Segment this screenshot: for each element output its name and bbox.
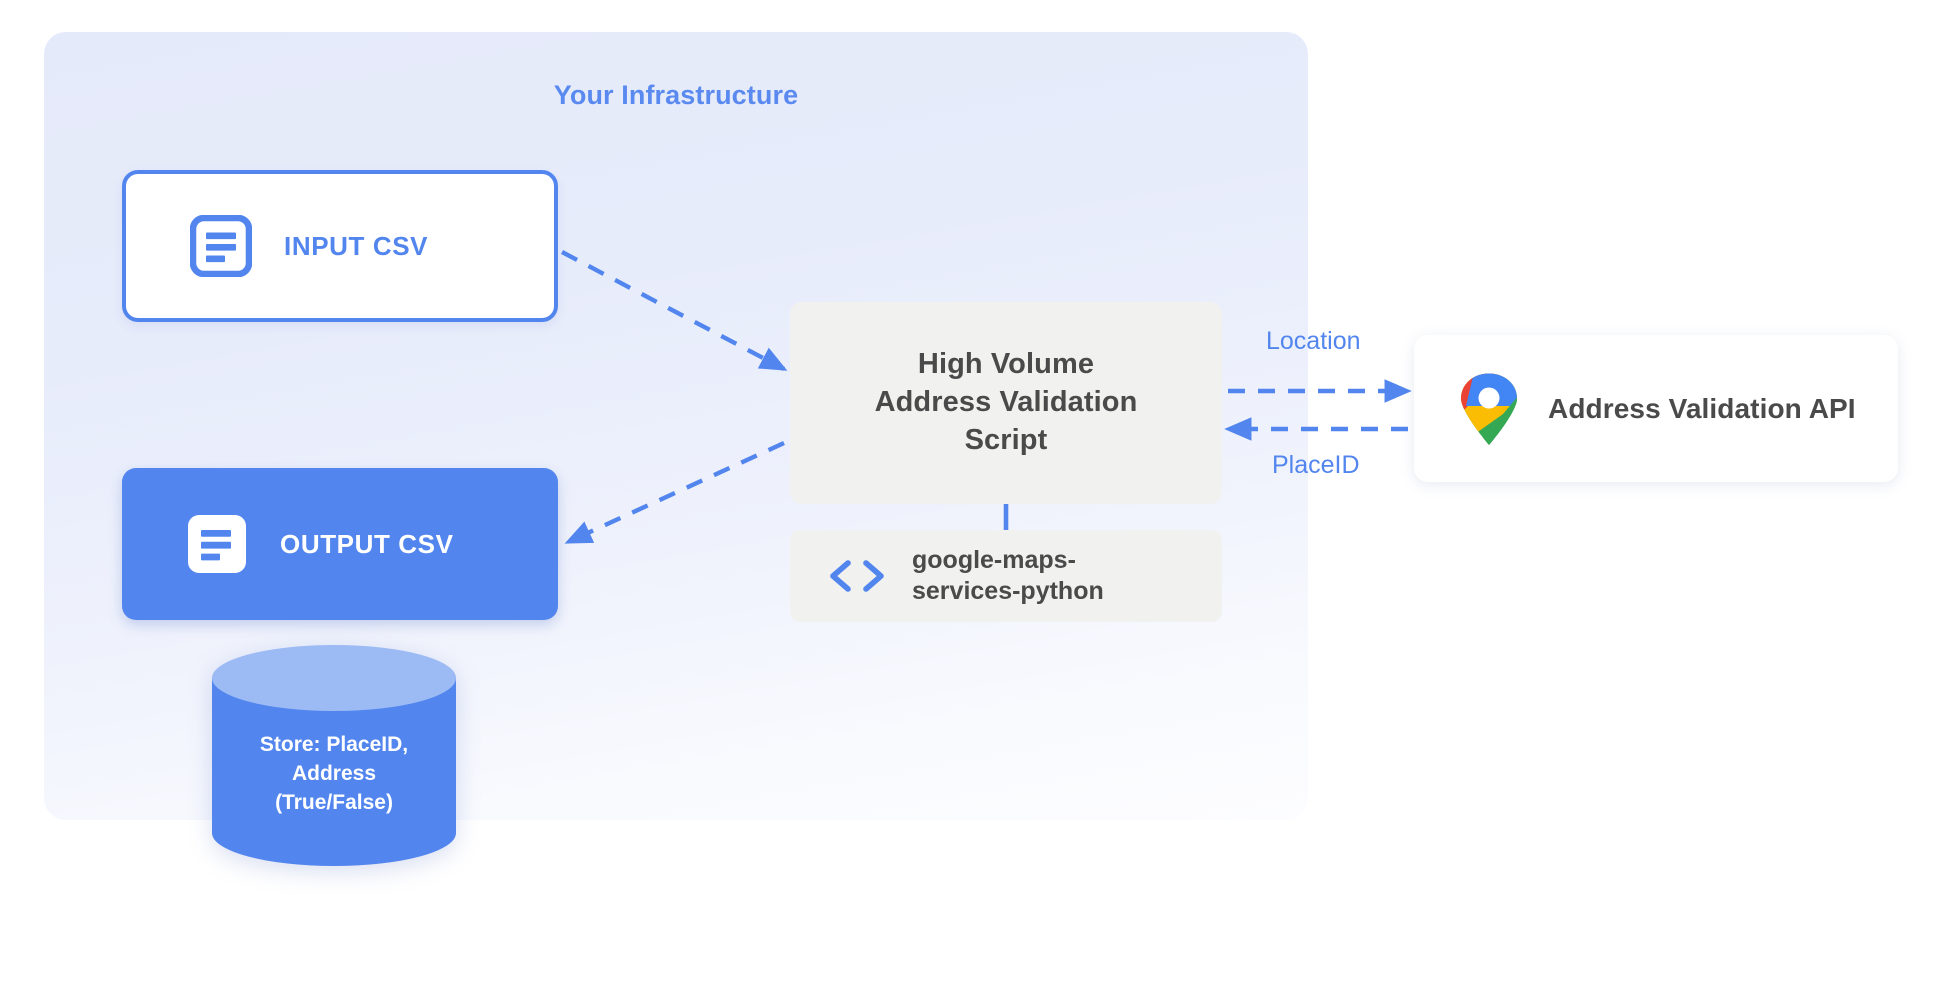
node-address-validation-api[interactable]: Address Validation API: [1414, 335, 1898, 482]
database-line-3: (True/False): [275, 790, 393, 814]
script-line-2: Address Validation: [874, 386, 1138, 418]
node-validation-script[interactable]: High Volume Address Validation Script: [790, 302, 1222, 504]
library-line-1: google-maps-: [912, 545, 1076, 574]
api-label: Address Validation API: [1548, 392, 1856, 424]
output-csv-label: OUTPUT CSV: [280, 528, 454, 559]
document-icon: [188, 515, 246, 573]
library-line-2: services-python: [912, 577, 1104, 605]
google-maps-pin-icon: [1461, 373, 1517, 445]
node-output-csv[interactable]: OUTPUT CSV: [122, 468, 558, 620]
script-line-3: Script: [964, 423, 1048, 456]
script-line-1: High Volume: [917, 348, 1095, 381]
database-line-2: Address: [291, 761, 377, 785]
database-text: Store: PlaceID, Address (True/False): [212, 731, 456, 817]
edge-label-location: Location: [1266, 327, 1361, 355]
infrastructure-title: Your Infrastructure: [553, 80, 799, 110]
database-line-1: Store: PlaceID,: [259, 733, 409, 756]
node-client-library[interactable]: google-maps- services-python: [790, 530, 1222, 622]
edge-label-placeid: PlaceID: [1272, 451, 1360, 479]
input-csv-label: INPUT CSV: [284, 230, 429, 261]
node-input-csv[interactable]: INPUT CSV: [122, 170, 558, 322]
node-database[interactable]: Store: PlaceID, Address (True/False): [212, 645, 456, 866]
database-top-ellipse: [212, 645, 456, 711]
document-icon: [190, 215, 252, 277]
code-brackets-icon: [830, 560, 884, 592]
